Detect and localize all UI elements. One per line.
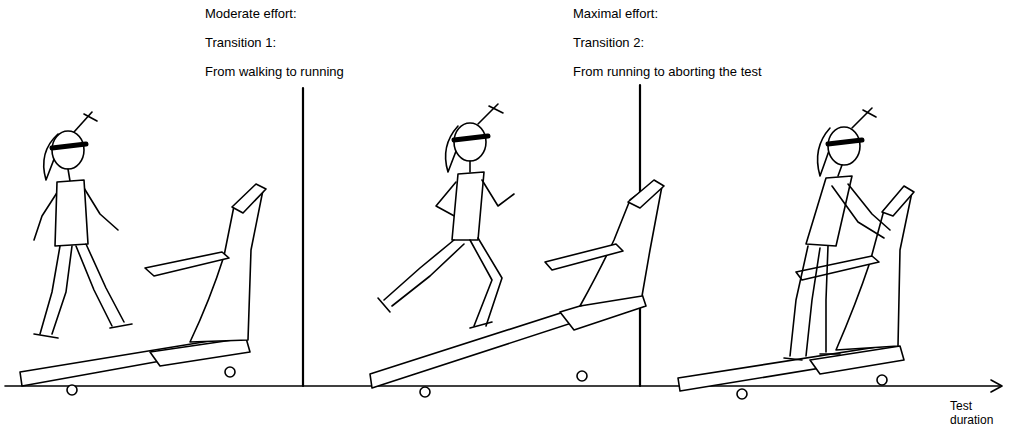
walking-person-part	[68, 169, 70, 181]
running-person-part	[378, 298, 390, 312]
effort-level: Moderate effort:	[205, 6, 505, 21]
exhausted-person	[784, 108, 890, 360]
walking-person-part	[52, 246, 72, 334]
exhausted-person-part	[790, 246, 808, 356]
walking-person-part	[86, 244, 124, 322]
treadmill-part	[628, 180, 664, 208]
running-person-part	[384, 240, 454, 300]
treadmill-part	[882, 186, 914, 216]
exhausted-person-part	[828, 140, 862, 144]
exhausted-person-part	[806, 248, 820, 356]
running-person-part	[482, 180, 514, 206]
running-person-part	[452, 172, 484, 240]
treadmill-part	[145, 252, 229, 276]
walking-person-part	[76, 246, 112, 326]
walking-person-part	[52, 144, 86, 148]
treadmill	[678, 186, 914, 399]
walking-person-part	[52, 131, 84, 169]
running-person-part	[489, 106, 503, 113]
panel-divider-part	[302, 88, 304, 386]
exhausted-person-part	[863, 110, 876, 117]
exhausted-person-part	[806, 176, 852, 246]
time-axis	[5, 380, 1002, 392]
transition-name: Transition 1:	[205, 35, 505, 50]
exhausted-person-part	[838, 165, 842, 176]
running-person-part	[454, 136, 488, 140]
exhausted-person-part	[784, 358, 802, 360]
running-person-part	[470, 322, 492, 328]
treadmill-part	[420, 387, 430, 397]
time-axis-part	[991, 380, 1002, 392]
walking-person-part	[110, 324, 132, 328]
treadmill	[370, 180, 664, 397]
running-person-part	[470, 240, 492, 326]
exhausted-person-part	[826, 246, 828, 352]
exhausted-person-part	[828, 127, 860, 165]
running-person-part	[469, 161, 471, 172]
walking-person	[34, 112, 132, 338]
running-person-part	[392, 244, 464, 306]
transition-description: From running to aborting the test	[573, 64, 903, 79]
walking-person-part	[55, 180, 88, 246]
transition-name: Transition 2:	[573, 35, 903, 50]
walking-person-part	[84, 114, 97, 121]
treadmill-part	[545, 244, 623, 270]
walking-person-part	[34, 334, 58, 338]
treadmill-part	[737, 389, 747, 399]
axis-label: Test duration	[950, 399, 1004, 427]
exhausted-person-part	[820, 353, 840, 355]
treadmill-part	[580, 182, 662, 306]
effort-level: Maximal effort:	[573, 6, 903, 21]
time-axis-part	[5, 385, 1001, 387]
exhausted-person-part	[852, 108, 872, 128]
treadmill-part	[796, 256, 879, 280]
exhausted-person-part	[832, 186, 884, 238]
running-person-part	[454, 123, 486, 161]
running-person-part	[478, 104, 498, 124]
treadmill-part	[810, 346, 904, 374]
running-person	[378, 104, 514, 328]
transition-description: From walking to running	[205, 64, 505, 79]
treadmill-part	[67, 385, 77, 395]
treadmill-part	[877, 375, 887, 385]
exhausted-person-part	[848, 184, 890, 230]
walking-person-part	[84, 188, 118, 230]
walking-person-part	[74, 112, 92, 132]
treadmill-part	[225, 367, 235, 377]
running-person-part	[478, 238, 502, 326]
treadmill-part	[577, 371, 587, 381]
treadmill-part	[232, 184, 266, 213]
